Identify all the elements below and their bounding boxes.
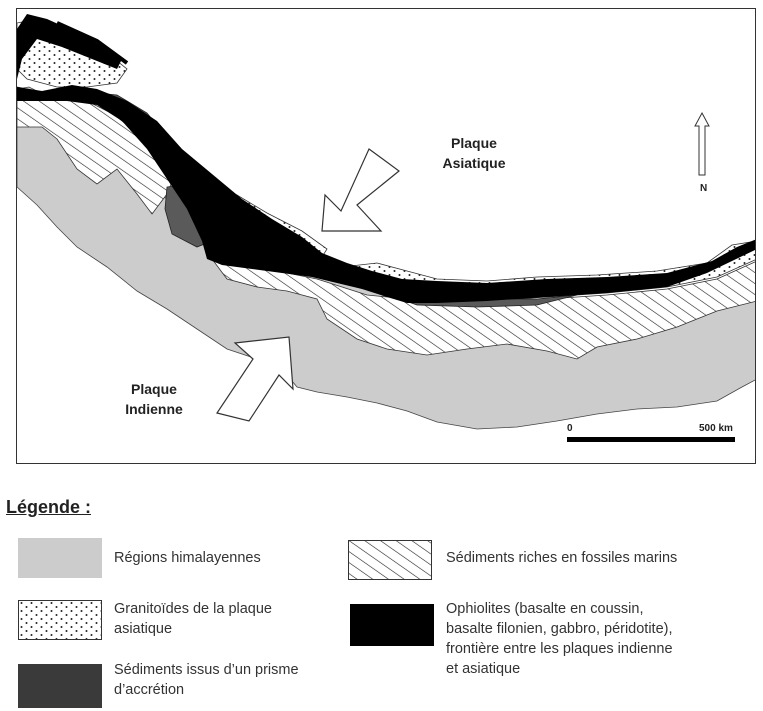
scale-start-label: 0 <box>567 423 573 434</box>
ophiolite-suture-thin <box>56 21 129 65</box>
legend-text-granitoid: Granitoïdes de la plaque asiatique <box>114 601 272 637</box>
legend-text-marine: Sédiments riches en fossiles marins <box>446 550 678 566</box>
scale-bar <box>567 437 735 442</box>
legend-swatch-accretion <box>18 664 102 708</box>
legend-title: Légende : <box>6 497 92 517</box>
indian-plate-label: Plaque Indienne <box>125 381 183 417</box>
legend-swatch-marine <box>348 540 432 580</box>
geological-map: Plaque Asiatique Plaque Indienne N 0 500… <box>16 8 756 464</box>
legend-text-himalayan: Régions himalayennes <box>114 550 261 566</box>
scale-end-label: 500 km <box>699 423 733 434</box>
map-drawing <box>17 14 755 442</box>
legend-swatch-ophiolite <box>350 604 434 646</box>
asian-plate-label: Plaque Asiatique <box>442 135 506 171</box>
dot-pattern-icon <box>19 601 101 639</box>
legend-swatch-himalayan <box>18 538 102 578</box>
ophiolite-suture <box>17 14 755 303</box>
legend-text-accretion: Sédiments issus d’un prisme d’accrétion <box>114 662 299 698</box>
hatch-pattern-icon <box>349 541 431 579</box>
legend-swatch-granitoid <box>18 600 102 640</box>
arrow-indian-plate <box>216 336 294 422</box>
north-label: N <box>700 183 708 194</box>
north-arrow-icon <box>694 111 710 176</box>
legend-text-ophiolite: Ophiolites (basalte en coussin, basalte … <box>446 601 673 677</box>
arrow-asian-plate <box>321 148 400 232</box>
